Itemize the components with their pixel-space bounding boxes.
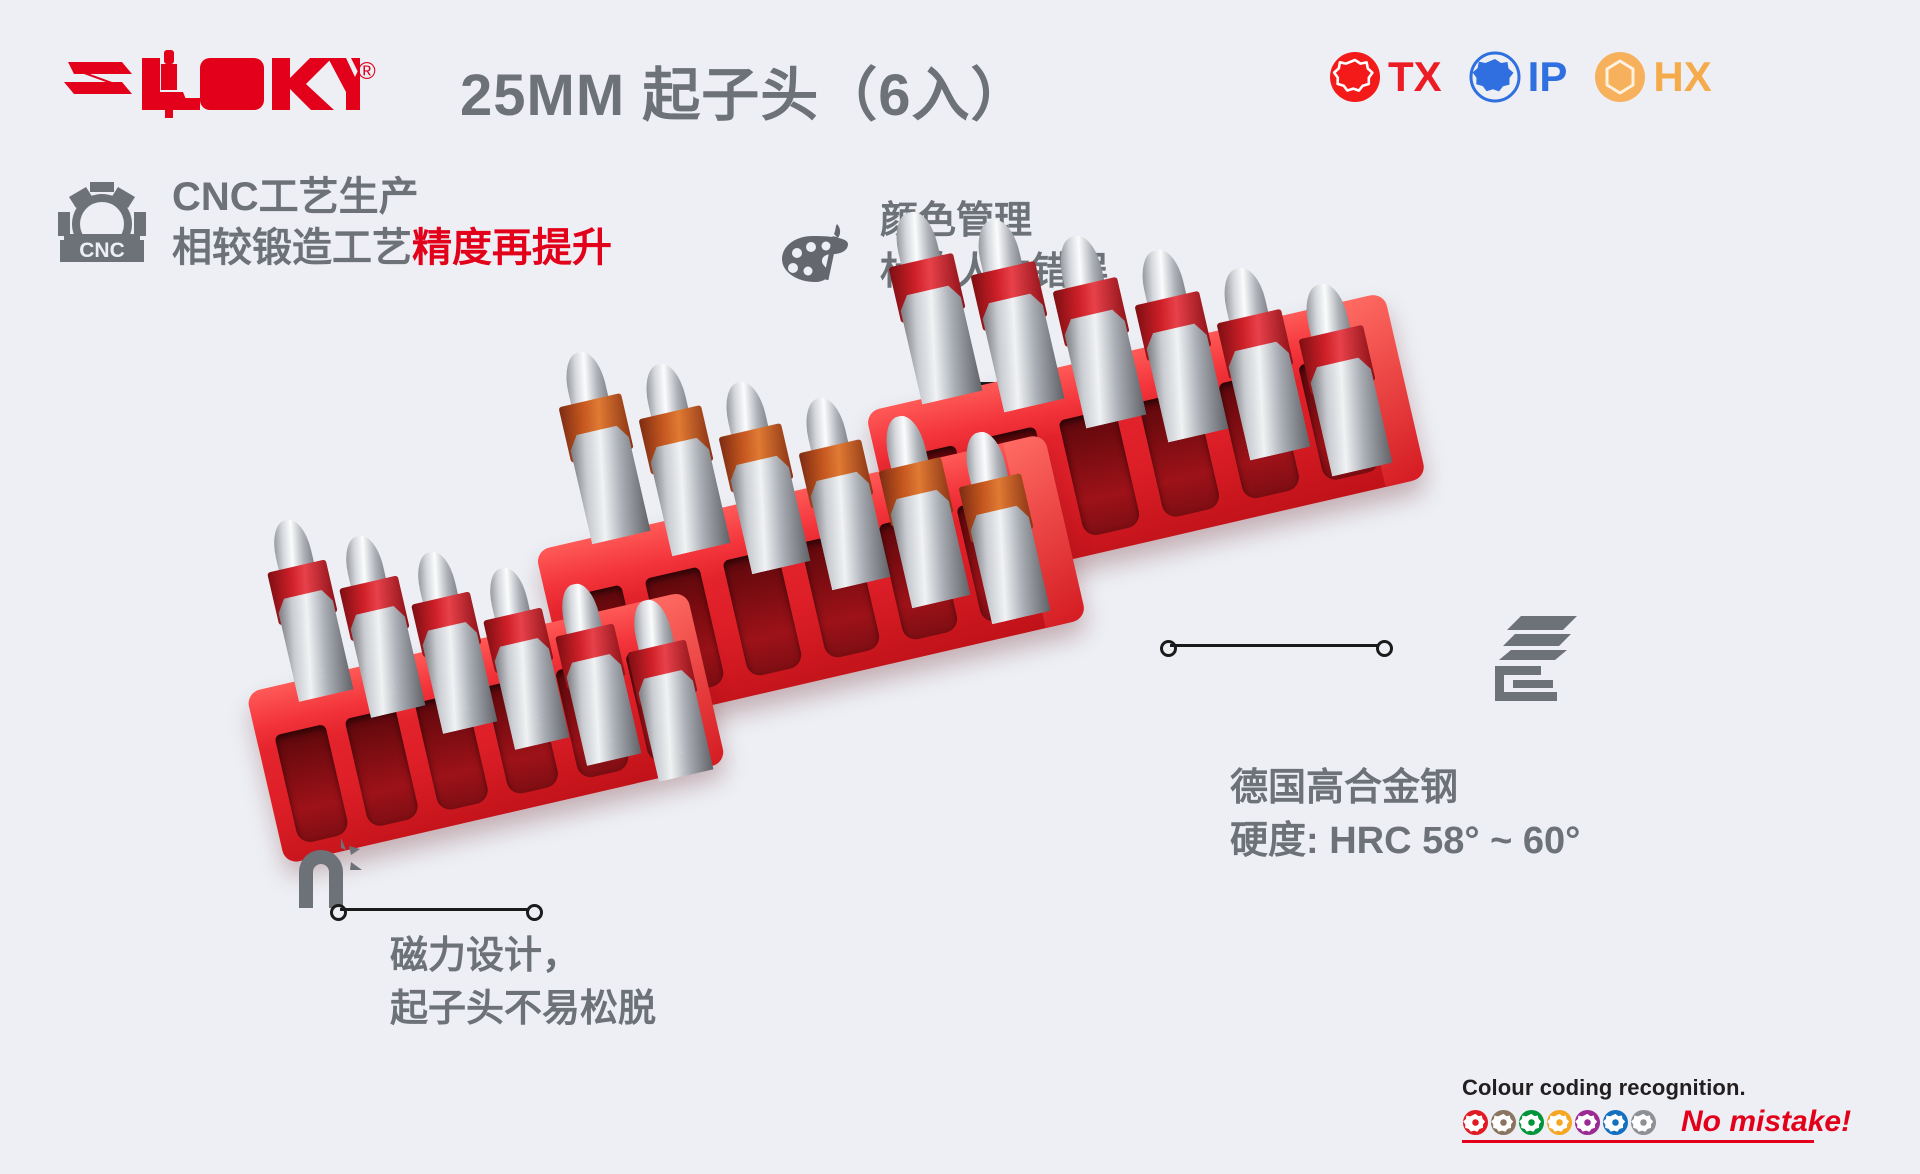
palette-icon — [782, 224, 848, 282]
feature-alloy-steel-text: 德国高合金钢 硬度: HRC 58° ~ 60° — [1230, 762, 1580, 868]
leader-dot-start — [330, 904, 347, 921]
torx-dot-brown-icon — [1490, 1109, 1517, 1135]
feature-magnetic-line2: 起子头不易松脱 — [390, 988, 657, 1031]
feature-cnc: CNC CNC工艺生产 相较锻造工艺精度再提升 — [56, 172, 696, 282]
no-mistake-label: No mistake! — [1681, 1105, 1852, 1138]
colour-coding-row: No mistake! — [1462, 1105, 1882, 1139]
colour-coding-underline — [1462, 1140, 1814, 1143]
feature-cnc-line2-normal: 相较锻造工艺 — [172, 226, 412, 271]
torx-dot-gray-icon — [1630, 1109, 1657, 1135]
leader-bar — [1170, 644, 1378, 647]
bit-shank — [567, 423, 650, 544]
badge-tx-label: TX — [1388, 53, 1442, 100]
torx-plus-star-icon — [1469, 51, 1521, 103]
hexagon-icon — [1595, 52, 1646, 102]
feature-cnc-line2-highlight: 精度再提升 — [412, 226, 612, 271]
badge-hx: HX — [1593, 50, 1712, 104]
header: ® 25MM 起子头（6入） TX IP — [0, 0, 1920, 150]
steel-plates-icon — [1495, 616, 1577, 701]
cnc-icon-label: CNC — [79, 239, 125, 262]
leader-bar — [340, 908, 528, 911]
torx-dot-red-icon — [1462, 1109, 1489, 1135]
colour-coding-footer: Colour coding recognition. — [1462, 1075, 1882, 1143]
feature-magnetic-text: 磁力设计， 起子头不易松脱 — [390, 930, 656, 1036]
torx-dot-purple-icon — [1574, 1109, 1601, 1135]
leader-dot-end — [1376, 640, 1393, 657]
feature-alloy-steel-line2: 硬度: HRC 58° ~ 60° — [1230, 820, 1581, 863]
torx-star-icon — [1330, 52, 1380, 102]
badge-tx: TX — [1328, 50, 1442, 104]
feature-cnc-line1: CNC工艺生产 — [172, 175, 419, 219]
torx-dot-blue-icon — [1602, 1109, 1629, 1135]
badge-hx-label: HX — [1653, 53, 1712, 100]
feature-cnc-line2: 相较锻造工艺精度再提升 — [172, 223, 612, 274]
colour-coding-title: Colour coding recognition. — [1462, 1075, 1746, 1100]
bit-shank — [897, 283, 982, 404]
feature-cnc-text: CNC工艺生产 相较锻造工艺精度再提升 — [172, 172, 612, 274]
feature-magnetic-line1: 磁力设计， — [390, 935, 581, 977]
colour-coding-dots — [1462, 1109, 1657, 1136]
page-title: 25MM 起子头（6入） — [460, 63, 1030, 128]
feature-alloy-steel-line1: 德国高合金钢 — [1230, 767, 1459, 809]
leader-dot-end — [526, 904, 543, 921]
torx-dot-green-icon — [1518, 1109, 1545, 1135]
registered-mark: ® — [358, 58, 376, 85]
leader-dot-start — [1160, 640, 1177, 657]
badge-ip-label: IP — [1527, 53, 1568, 100]
sloky-logo — [60, 48, 360, 120]
torx-dot-orange-icon — [1546, 1109, 1573, 1135]
magnet-icon — [299, 838, 362, 908]
cnc-gear-icon: CNC — [58, 182, 146, 262]
badge-ip: IP — [1468, 50, 1568, 104]
bit-type-badges: TX IP HX — [1328, 50, 1712, 104]
